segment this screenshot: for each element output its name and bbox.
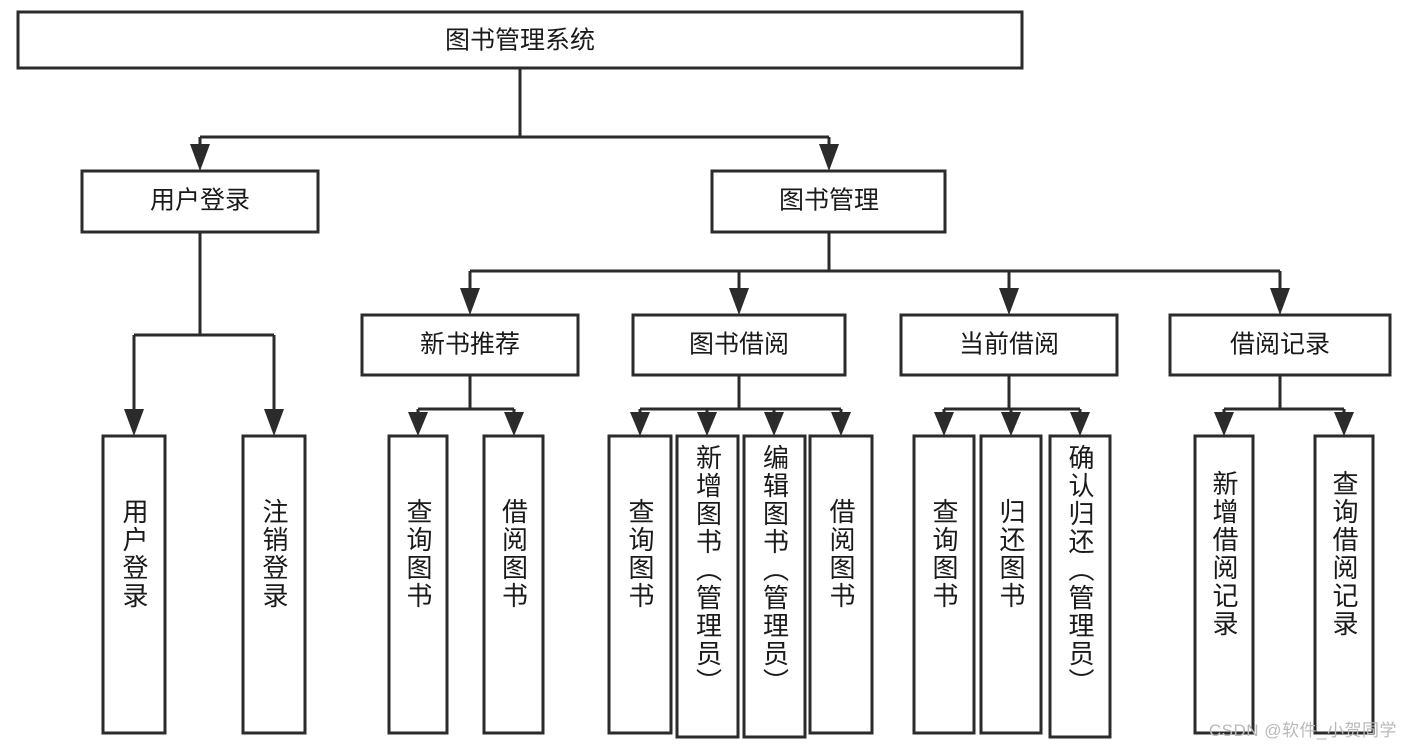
node-current-borrow-label: 当前借阅 [959,331,1059,359]
arrow-head-nbr-query-book [408,412,428,436]
arrow-head-new-book-rec [460,288,480,315]
leaf-boxes [101,434,1375,739]
arrow-head-br-query-record [1334,412,1354,436]
node-user-login-box[interactable] [80,169,320,234]
node-new-book-recommend[interactable]: 新书推荐 [360,313,580,377]
node-root[interactable]: 图书管理系统 [16,10,1024,70]
connector-group-user-login [124,232,284,436]
leaf-box-cb-query-book[interactable] [912,434,976,735]
leaf-box-br-add-record[interactable] [1193,434,1255,735]
arrow-head-leaf-user-login [124,409,144,436]
arrow-head-br-add-record [1214,412,1234,436]
node-book-borrow-box[interactable] [631,313,847,377]
node-root-box[interactable] [16,10,1024,70]
arrow-head-cb-confirm-return [1070,412,1090,436]
connector-group-root [190,68,839,171]
arrow-head-book-mgmt [819,144,839,171]
leaf-box-logout[interactable] [241,434,307,735]
leaf-box-nbr-query-book[interactable] [387,434,449,735]
arrow-head-borrow-record [1270,288,1290,315]
leaf-box-bb-edit-book[interactable] [742,434,807,739]
connector-group-new-book-rec [408,375,524,436]
leaf-box-nbr-borrow-book[interactable] [482,434,545,735]
node-user-login-label: 用户登录 [150,187,250,215]
node-new-book-recommend-box[interactable] [360,313,580,377]
leaf-box-bb-add-book[interactable] [675,434,740,739]
arrow-head-bb-add-book [697,412,717,436]
node-borrow-record-box[interactable] [1168,313,1392,377]
arrow-head-bb-query-book [630,412,650,436]
arrow-head-cb-return-book [1001,412,1021,436]
arrow-head-user-login [190,144,210,171]
node-current-borrow-box[interactable] [899,313,1119,377]
node-new-book-recommend-label: 新书推荐 [420,331,520,359]
arrow-head-current-borrow [999,288,1019,315]
leaf-box-cb-confirm-return[interactable] [1048,434,1112,739]
node-root-label: 图书管理系统 [445,27,595,55]
arrow-head-leaf-logout [264,409,284,436]
connector-group-book-mgmt [460,232,1290,315]
connector-group-book-borrow [630,375,851,436]
arrow-head-bb-borrow-book [831,412,851,436]
node-user-login[interactable]: 用户登录 [80,169,320,234]
leaf-box-user-login[interactable] [101,434,167,735]
leaf-box-bb-query-book[interactable] [607,434,673,735]
arrow-head-bb-edit-book [764,412,784,436]
leaf-box-bb-borrow-book[interactable] [808,434,874,735]
arrow-head-cb-query-book [934,412,954,436]
node-borrow-record-label: 借阅记录 [1230,331,1330,359]
node-borrow-record[interactable]: 借阅记录 [1168,313,1392,377]
node-book-management[interactable]: 图书管理 [710,169,947,234]
node-book-management-box[interactable] [710,169,947,234]
arrow-head-book-borrow [729,288,749,315]
node-book-borrow[interactable]: 图书借阅 [631,313,847,377]
arrow-head-nbr-borrow-book [504,412,524,436]
node-book-management-label: 图书管理 [779,187,879,215]
connector-group-current-borrow [934,375,1090,436]
leaf-box-br-query-record[interactable] [1313,434,1375,735]
leaf-box-cb-return-book[interactable] [979,434,1043,735]
connector-group-borrow-record [1214,375,1354,436]
node-book-borrow-label: 图书借阅 [689,331,789,359]
node-current-borrow[interactable]: 当前借阅 [899,313,1119,377]
